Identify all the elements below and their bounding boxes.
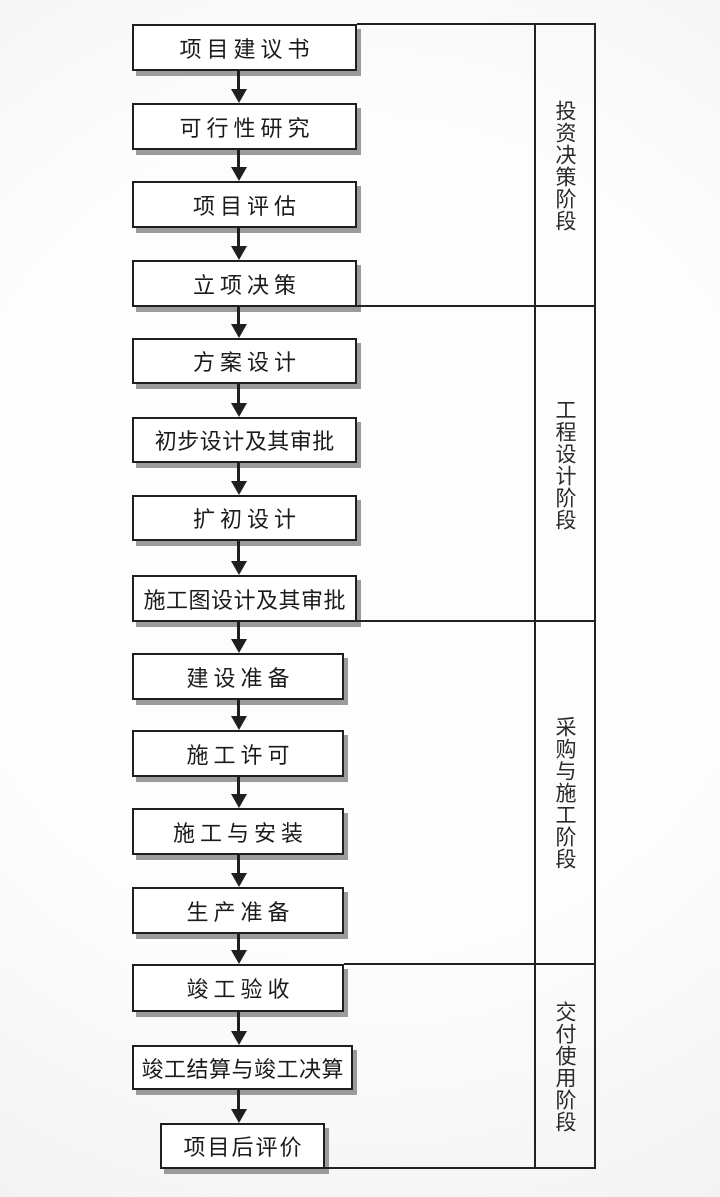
flow-step-label: 项目建议书	[179, 36, 315, 62]
down-arrow-icon	[230, 1012, 247, 1045]
phase-column	[534, 24, 596, 1169]
flow-step-label: 扩初设计	[192, 507, 301, 532]
flow-step-box-6: 初步设计及其审批	[132, 417, 357, 463]
flow-step-box-11: 施工与安装	[132, 808, 344, 855]
phase-divider-line	[357, 305, 596, 307]
down-arrow-icon	[230, 541, 247, 575]
flow-step-label: 初步设计及其审批	[154, 429, 335, 454]
down-arrow-icon	[230, 777, 247, 808]
flow-step-box-13: 竣工验收	[132, 964, 344, 1012]
flow-step-label: 生产准备	[186, 899, 295, 925]
down-arrow-icon	[230, 307, 247, 338]
flow-step-box-12: 生产准备	[132, 887, 344, 934]
flow-step-label: 项目后评价	[183, 1135, 304, 1160]
flow-step-box-1: 项目建议书	[132, 24, 357, 71]
flow-step-box-7: 扩初设计	[132, 495, 357, 541]
flow-step-box-2: 可行性研究	[132, 103, 357, 150]
down-arrow-icon	[230, 228, 247, 260]
flow-step-label: 竣工验收	[186, 977, 295, 1002]
flow-step-box-14: 竣工结算与竣工决算	[132, 1045, 353, 1090]
down-arrow-icon	[230, 384, 247, 417]
phase-divider-line	[344, 963, 596, 965]
phase-divider-line	[357, 620, 596, 622]
down-arrow-icon	[230, 150, 247, 181]
phase-divider-line	[325, 1167, 596, 1169]
phase-label-delivery-use: 交付使用阶段	[553, 1000, 577, 1133]
flow-step-label: 方案设计	[192, 350, 301, 375]
flow-step-box-8: 施工图设计及其审批	[132, 575, 357, 622]
flow-step-label: 施工与安装	[172, 820, 308, 846]
flow-step-label: 施工图设计及其审批	[143, 587, 346, 613]
down-arrow-icon	[230, 934, 247, 964]
flow-step-label: 建设准备	[186, 665, 295, 691]
phase-label-procurement-construction: 采购与施工阶段	[553, 716, 577, 870]
down-arrow-icon	[230, 71, 247, 103]
phase-label-engineering-design: 工程设计阶段	[553, 398, 577, 531]
down-arrow-icon	[230, 463, 247, 495]
phase-label-investment-decision: 投资决策阶段	[553, 99, 577, 232]
down-arrow-icon	[230, 855, 247, 887]
flow-step-box-3: 项目评估	[132, 181, 357, 228]
flow-step-box-9: 建设准备	[132, 653, 344, 700]
down-arrow-icon	[230, 1090, 247, 1123]
flow-step-box-15: 项目后评价	[160, 1123, 325, 1169]
flow-step-label: 施工许可	[186, 742, 295, 768]
down-arrow-icon	[230, 622, 247, 653]
flow-step-label: 立项决策	[192, 272, 301, 298]
flow-step-label: 项目评估	[192, 193, 301, 219]
phase-divider-line	[357, 23, 596, 25]
flow-step-label: 竣工结算与竣工决算	[141, 1056, 344, 1082]
flow-step-label: 可行性研究	[179, 115, 315, 141]
down-arrow-icon	[230, 700, 247, 730]
flow-step-box-4: 立项决策	[132, 260, 357, 307]
flow-step-box-5: 方案设计	[132, 338, 357, 384]
flow-step-box-10: 施工许可	[132, 730, 344, 777]
